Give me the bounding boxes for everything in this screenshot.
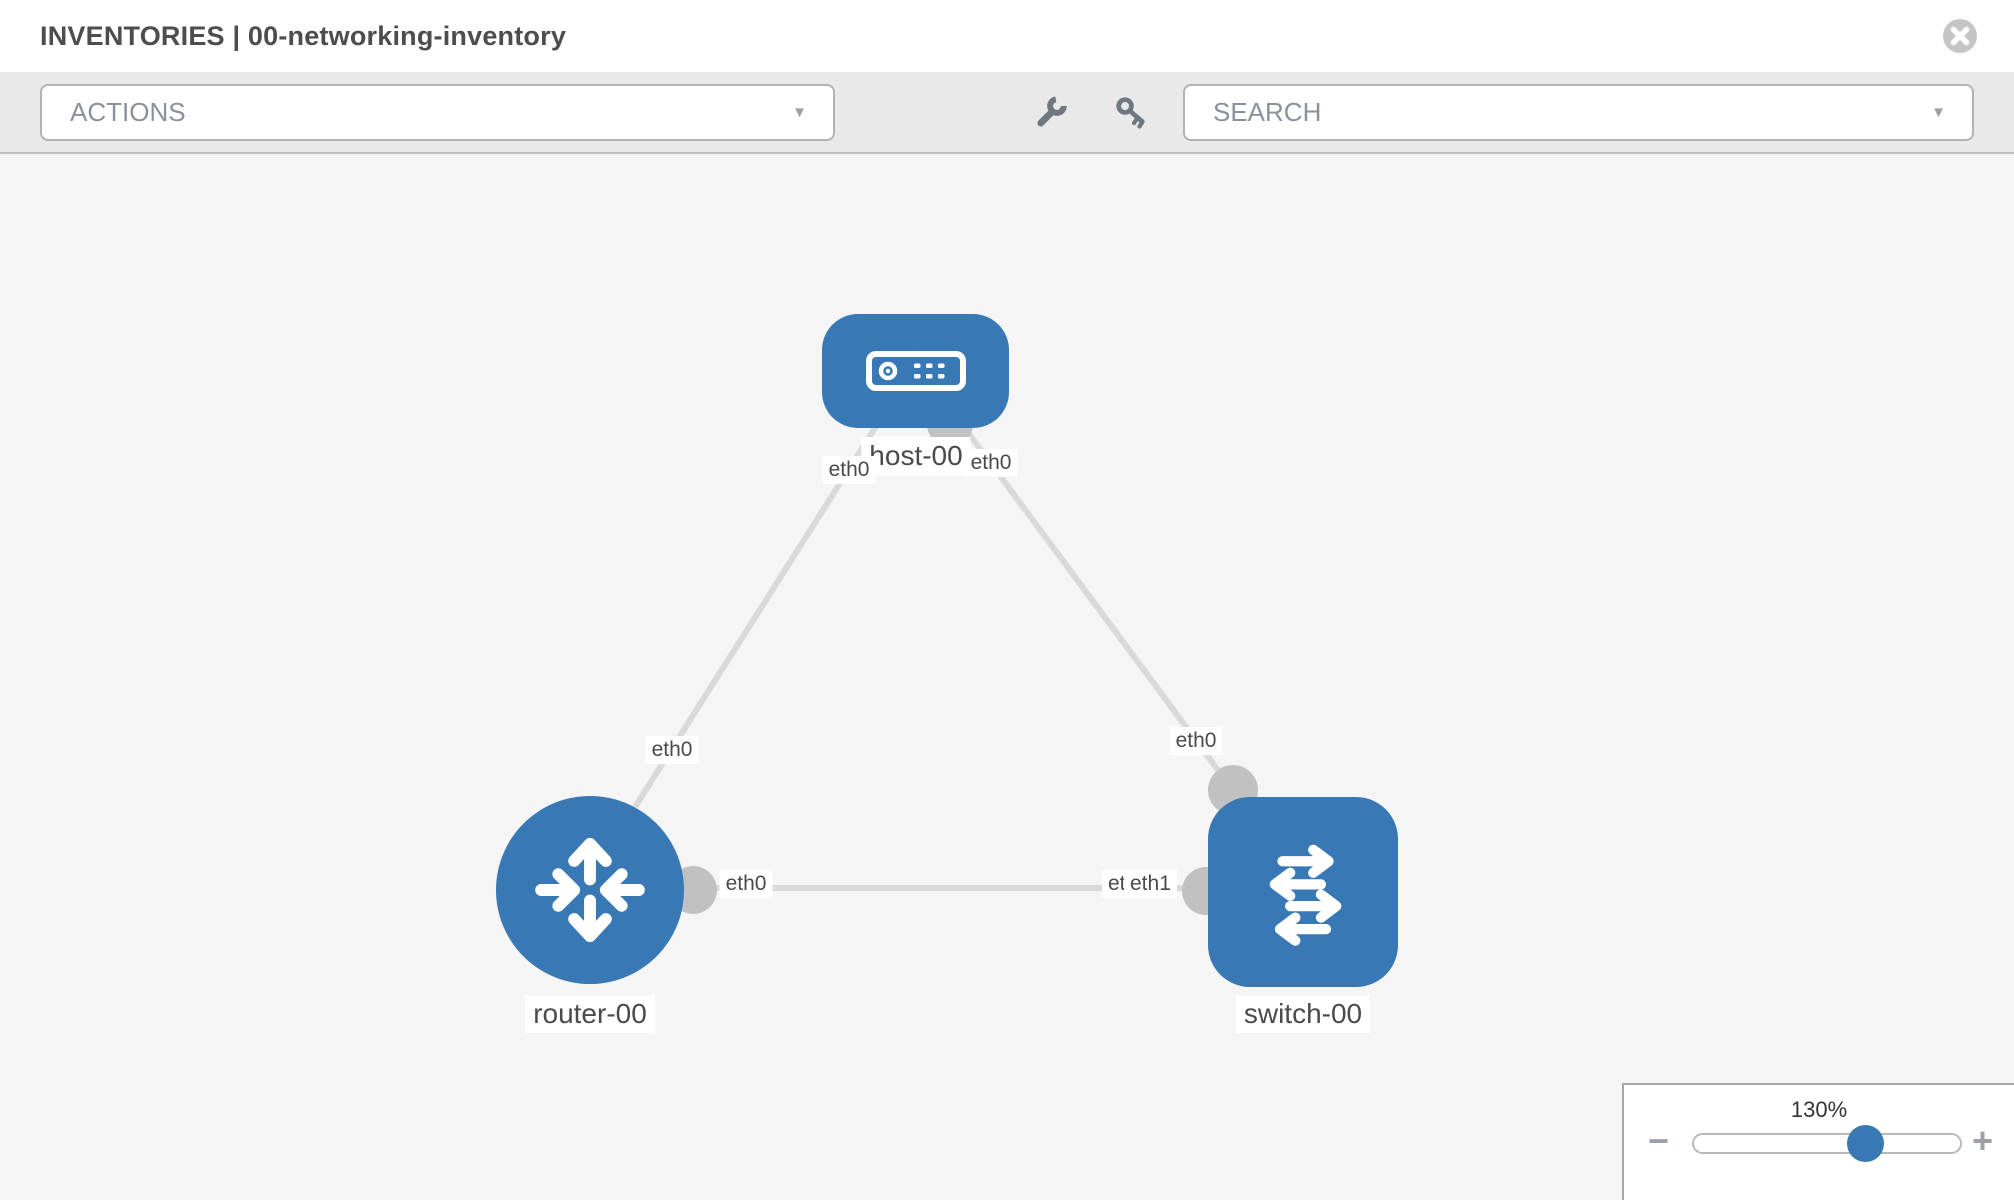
wrench-icon [1037,96,1067,127]
zoom-slider-track[interactable] [1692,1125,1962,1162]
zoom-control-panel: 130% − + [1622,1083,2014,1200]
configure-button[interactable] [1031,92,1071,132]
zoom-in-button[interactable]: + [1972,1120,1994,1161]
iface-label-router00-to-host: eth0 [645,736,699,764]
server-icon [865,351,966,391]
router-arrows-icon [535,837,645,943]
key-icon [1116,97,1145,129]
iface-label-switch00-to-host: eth0 [1169,727,1223,755]
iface-labels-switch00-to-router-overlap: eth0 eth1 [1102,870,1222,900]
chevron-down-icon: ▼ [792,103,807,121]
zoom-out-button[interactable]: − [1648,1120,1670,1161]
node-switch-00[interactable] [1208,797,1398,987]
iface-label-host00-to-router: eth0 [822,456,876,484]
iface-label-host00-to-switch: eth0 [964,449,1018,477]
credentials-button[interactable] [1111,92,1151,132]
search-dropdown-label: SEARCH [1213,96,1322,127]
node-router-00[interactable] [496,796,684,984]
actions-dropdown-label: ACTIONS [70,96,186,127]
zoom-level-value: 130% [1790,1097,1848,1122]
topology-links-layer [632,401,1258,915]
toolbar: ACTIONS ▼ SEARCH ▼ [0,72,2014,154]
close-button[interactable] [1938,14,1982,58]
header: INVENTORIES | 00-networking-inventory [0,0,2014,72]
toolbar-tools [1031,92,1151,132]
chevron-down-icon: ▼ [1931,103,1946,121]
topology-canvas[interactable]: host-00 router-00 switch-00 eth0 eth0 et… [0,154,2014,1200]
node-label-switch-00: switch-00 [1235,995,1371,1033]
close-icon [1943,19,1977,53]
iface-label-router00-to-switch: eth0 [719,870,773,898]
actions-dropdown[interactable]: ACTIONS ▼ [40,83,835,141]
node-host-00[interactable] [822,314,1009,428]
zoom-slider-knob[interactable] [1847,1125,1884,1162]
switch-arrows-icon [1269,844,1342,946]
iface-label-switch00-eth1: eth1 [1124,870,1177,898]
node-label-router-00: router-00 [525,995,655,1033]
page-title: INVENTORIES | 00-networking-inventory [40,20,567,51]
node-label-host-00: host-00 [861,437,971,475]
search-dropdown[interactable]: SEARCH ▼ [1183,83,1974,141]
